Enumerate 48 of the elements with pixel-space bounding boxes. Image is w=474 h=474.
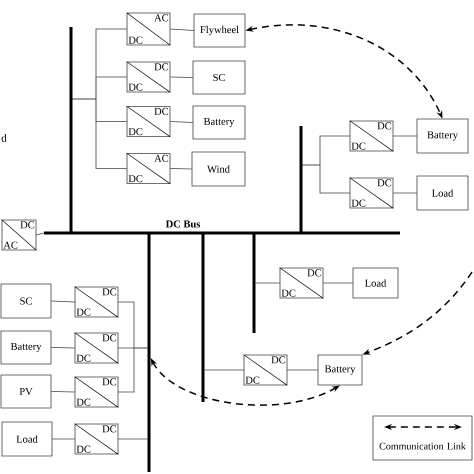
connector-line [118, 348, 148, 392]
converter-box: DC DC [126, 106, 171, 138]
connector-line [170, 76, 193, 78]
bus-bar [70, 27, 72, 233]
connector-line [302, 164, 350, 194]
device-box: Battery [318, 354, 362, 386]
device-box: SC [192, 60, 246, 94]
device-box: PV [0, 374, 52, 408]
device-box: Load [2, 422, 52, 456]
converter-box: DC AC [1, 219, 37, 251]
connector-line [72, 98, 127, 169]
connector-line [52, 438, 75, 440]
connector-line [36, 232, 44, 236]
connector-line [170, 121, 193, 123]
converter-box: DC DC [126, 61, 171, 93]
converter-box: DC DC [243, 354, 288, 386]
connector-line [393, 192, 417, 194]
device-box: Wind [192, 152, 246, 186]
converter-box: DC DC [74, 376, 119, 408]
device-box: Battery [192, 106, 246, 140]
device-box: Flywheel [194, 14, 246, 48]
device-box: Battery [416, 118, 468, 154]
legend-box: Communication Link [372, 416, 472, 460]
bus-label: DC Bus [166, 220, 200, 228]
connector-line [51, 391, 75, 392]
converter-box: DC DC [74, 286, 119, 318]
bus-bar [202, 233, 204, 402]
device-box: Battery [0, 330, 52, 364]
bus-bar [252, 233, 256, 333]
bus-bar [300, 126, 302, 233]
converter-box: AC DC [126, 12, 171, 46]
connector-line [118, 438, 148, 440]
converter-box: DC DC [279, 267, 324, 299]
connector-line [255, 282, 280, 284]
converter-box: DC DC [74, 423, 119, 455]
converter-box: DC DC [349, 177, 394, 209]
converter-box: AC DC [126, 152, 171, 184]
converter-box: DC DC [349, 120, 394, 152]
connector-line [323, 282, 353, 284]
connector-line [51, 347, 75, 348]
device-box: Load [416, 176, 468, 210]
device-box: SC [0, 284, 52, 318]
converter-box: DC DC [74, 332, 119, 364]
partial-label: d [2, 134, 7, 142]
connector-line [51, 300, 75, 302]
device-box: Load [352, 268, 398, 298]
connector-line [170, 28, 194, 31]
connector-line [170, 168, 192, 170]
